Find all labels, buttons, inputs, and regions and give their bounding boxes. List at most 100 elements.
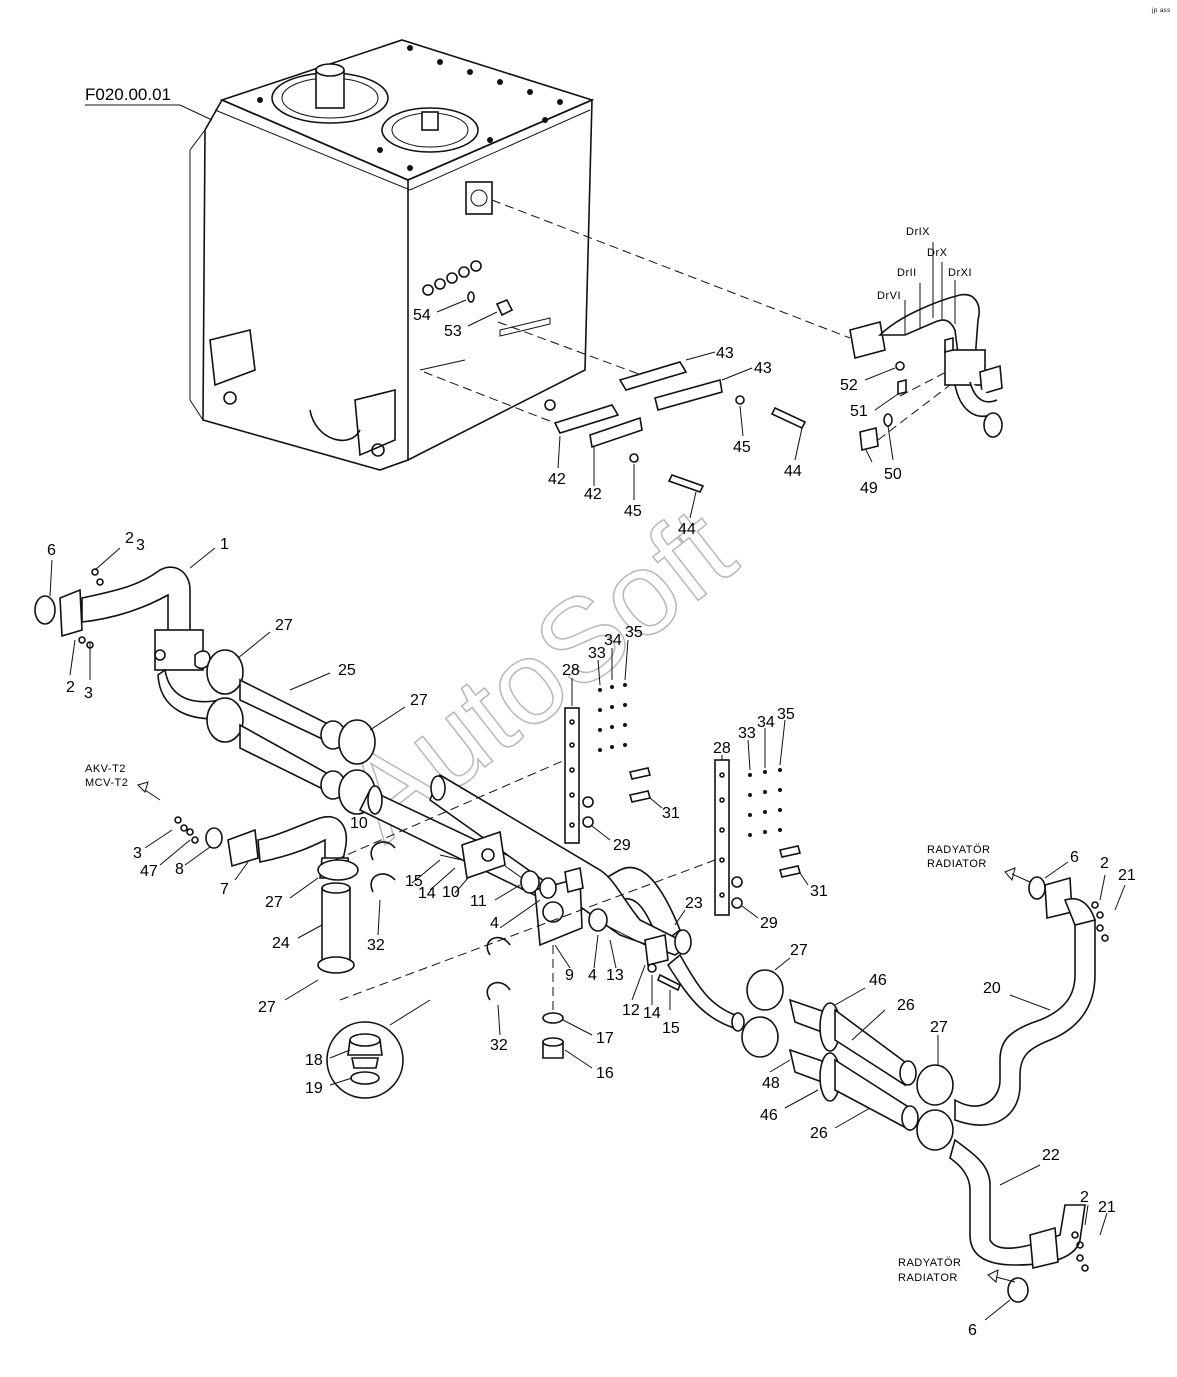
callout: 25 bbox=[338, 662, 356, 679]
callout: 50 bbox=[884, 466, 902, 483]
callout: 32 bbox=[367, 937, 385, 954]
connection-label-radiator-en: RADIATOR bbox=[927, 858, 987, 870]
callout: 48 bbox=[762, 1075, 780, 1092]
callout: 42 bbox=[584, 486, 602, 503]
port-label: DrX bbox=[927, 247, 948, 259]
callout: 24 bbox=[272, 935, 290, 952]
callout: 27 bbox=[790, 942, 808, 959]
callout: 44 bbox=[784, 463, 802, 480]
fastener-grid-a bbox=[597, 639, 629, 752]
callout: 33 bbox=[738, 725, 756, 742]
hydraulic-tank bbox=[189, 39, 595, 471]
callout: 15 bbox=[405, 873, 423, 890]
callout: 47 bbox=[140, 863, 158, 880]
fastener-grid-b bbox=[747, 719, 786, 837]
callout: 31 bbox=[662, 805, 680, 822]
callout: 15 bbox=[662, 1020, 680, 1037]
port-row bbox=[422, 260, 482, 296]
callout: 49 bbox=[860, 480, 878, 497]
connection-label-radiator-tr: RADYATÖR bbox=[927, 844, 991, 856]
callout: 16 bbox=[596, 1065, 614, 1082]
port-label: DrXI bbox=[948, 267, 972, 279]
callout: 31 bbox=[810, 883, 828, 900]
callout: 34 bbox=[604, 632, 622, 649]
callout: 28 bbox=[713, 740, 731, 757]
callout: 13 bbox=[606, 967, 624, 984]
bolts-31-29 bbox=[582, 767, 809, 919]
callout: 1 bbox=[220, 536, 229, 553]
callout: 21 bbox=[1118, 867, 1136, 884]
callout: 20 bbox=[983, 980, 1001, 997]
callout-labels: 1 2 3 2 3 6 25 27 27 3 47 8 7 27 24 27 1… bbox=[47, 307, 1136, 1339]
connection-label-akv: AKV-T2 bbox=[85, 763, 126, 775]
callout: 8 bbox=[175, 861, 184, 878]
callout: 46 bbox=[869, 972, 887, 989]
pipe-22 bbox=[949, 1138, 1108, 1321]
callout: 28 bbox=[562, 662, 580, 679]
callout: 2 bbox=[125, 530, 134, 547]
connection-label-radiator-en: RADIATOR bbox=[898, 1272, 958, 1284]
drain-manifold bbox=[849, 242, 1003, 463]
callout: 42 bbox=[548, 471, 566, 488]
callout: 29 bbox=[613, 837, 631, 854]
callout: 54 bbox=[413, 307, 431, 324]
callout: 53 bbox=[444, 323, 462, 340]
callout: 6 bbox=[968, 1322, 977, 1339]
corner-tag: jp ass bbox=[1151, 8, 1171, 14]
pipe-20 bbox=[954, 861, 1126, 1126]
valve-blocks bbox=[411, 830, 682, 1010]
detail-18-19 bbox=[326, 999, 431, 1099]
callout: 2 bbox=[1100, 855, 1109, 872]
callout: 22 bbox=[1042, 1147, 1060, 1164]
callout: 27 bbox=[258, 999, 276, 1016]
callout: 26 bbox=[810, 1125, 828, 1142]
callout: 4 bbox=[588, 967, 597, 984]
callout: 33 bbox=[588, 645, 606, 662]
callout: 51 bbox=[850, 403, 868, 420]
callout: 46 bbox=[760, 1107, 778, 1124]
manifold-1 bbox=[34, 547, 227, 720]
callout: 17 bbox=[596, 1030, 614, 1047]
callout: 6 bbox=[47, 542, 56, 559]
main-pipe-23 bbox=[358, 773, 692, 956]
callout: 12 bbox=[622, 1002, 640, 1019]
u-bolts-32 bbox=[370, 841, 511, 1036]
callout: 2 bbox=[66, 679, 75, 696]
callout: 3 bbox=[84, 685, 93, 702]
callout: 35 bbox=[777, 706, 795, 723]
brackets-28 bbox=[334, 678, 730, 1001]
callout: 35 bbox=[625, 624, 643, 641]
callout: 23 bbox=[685, 895, 703, 912]
callout: 19 bbox=[305, 1080, 323, 1097]
callout: 29 bbox=[760, 915, 778, 932]
callout: 2 bbox=[1080, 1189, 1089, 1206]
callout: 3 bbox=[133, 845, 142, 862]
callout: 27 bbox=[410, 692, 428, 709]
callout: 44 bbox=[678, 521, 696, 538]
port-label: DrII bbox=[897, 267, 917, 279]
callout: 21 bbox=[1098, 1199, 1116, 1216]
callout: 26 bbox=[897, 997, 915, 1014]
callout: 27 bbox=[930, 1019, 948, 1036]
branch-pipe-7 bbox=[137, 781, 359, 1001]
callout: 18 bbox=[305, 1052, 323, 1069]
callout: 27 bbox=[265, 894, 283, 911]
callout: 14 bbox=[643, 1005, 661, 1022]
callout: 6 bbox=[1070, 849, 1079, 866]
callout: 45 bbox=[624, 503, 642, 520]
callout: 11 bbox=[470, 893, 487, 910]
callout: 43 bbox=[716, 345, 734, 362]
port-label: DrIX bbox=[906, 226, 930, 238]
connection-label-mcv: MCV-T2 bbox=[85, 777, 128, 789]
reference-code: F020.00.01 bbox=[85, 85, 171, 104]
hoses-25 bbox=[206, 631, 406, 815]
plug-16-17 bbox=[542, 945, 593, 1069]
callout: 52 bbox=[840, 377, 858, 394]
connection-label-radiator-tr: RADYATÖR bbox=[898, 1257, 962, 1269]
plug-assembly-53-54 bbox=[436, 291, 514, 327]
callout: 45 bbox=[733, 439, 751, 456]
callout: 3 bbox=[136, 537, 145, 554]
hoses-26 bbox=[666, 953, 954, 1151]
callout: 34 bbox=[757, 714, 775, 731]
